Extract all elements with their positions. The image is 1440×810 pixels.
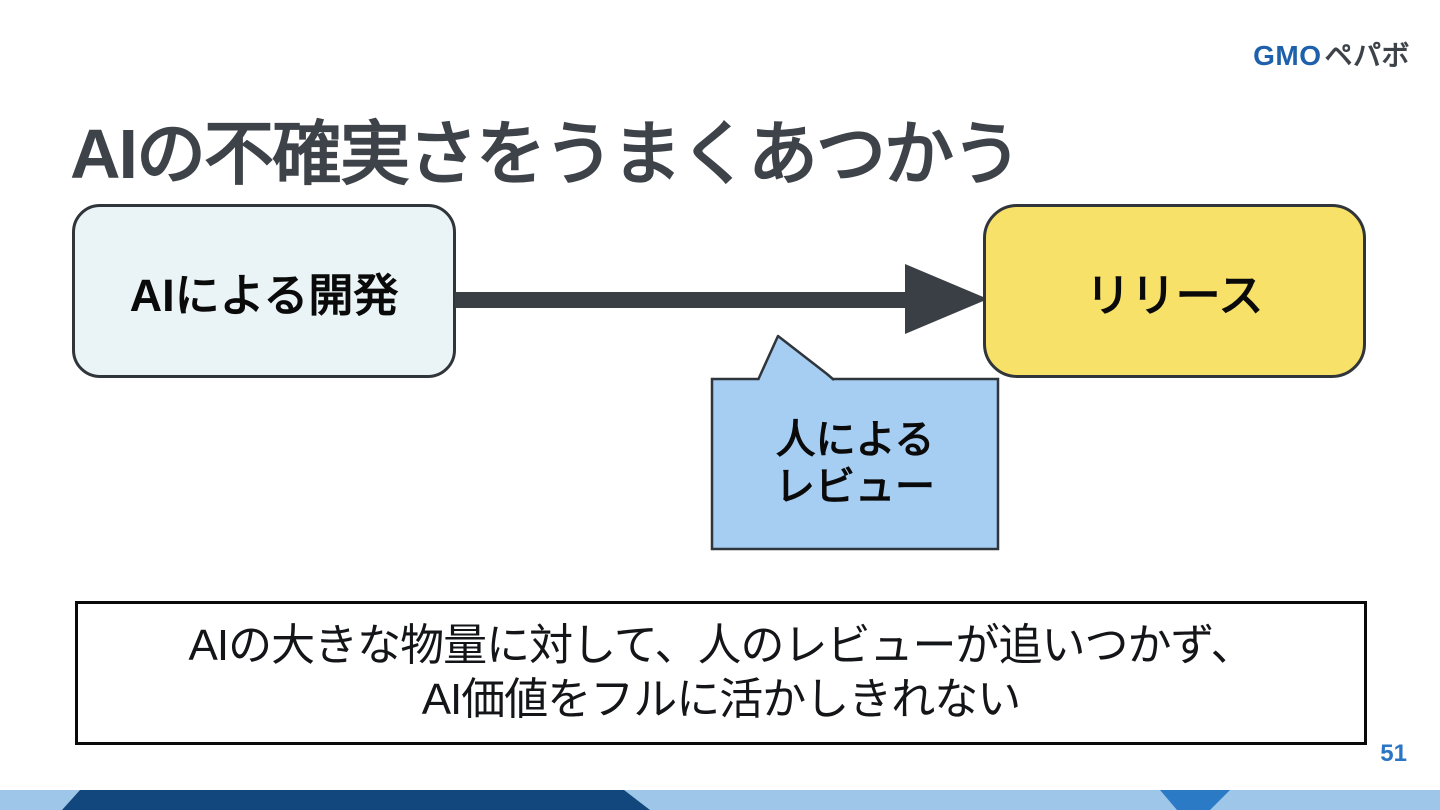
flow-arrow	[455, 264, 988, 334]
bottom-band-blue-shape	[1160, 790, 1230, 810]
summary-line2: AI価値をフルに活かしきれない	[421, 675, 1022, 724]
page-number: 51	[1380, 740, 1407, 767]
bottom-band-navy-shape	[62, 790, 650, 810]
review-callout-line2: レビュー	[775, 465, 935, 509]
logo-gmo-text: GMO	[1253, 40, 1322, 71]
review-callout-line1: 人による	[775, 417, 935, 462]
ai-development-box: AIによる開発	[72, 204, 456, 378]
release-label: リリース	[1085, 269, 1264, 321]
summary-box: AIの大きな物量に対して、人のレビューが追いつかず、 AI価値をフルに活かしきれ…	[75, 601, 1367, 745]
review-callout-text: 人による レビュー	[712, 379, 998, 549]
release-box: リリース	[983, 204, 1366, 378]
bottom-band	[0, 790, 1440, 810]
ai-development-label: AIによる開発	[129, 269, 399, 321]
summary-line1: AIの大きな物量に対して、人のレビューが追いつかず、	[188, 621, 1255, 671]
slide-title: AIの不確実さをうまくあつかう	[70, 115, 1022, 193]
review-callout-shape	[710, 334, 1000, 551]
logo-pepabo-text: ペパボ	[1324, 40, 1410, 71]
